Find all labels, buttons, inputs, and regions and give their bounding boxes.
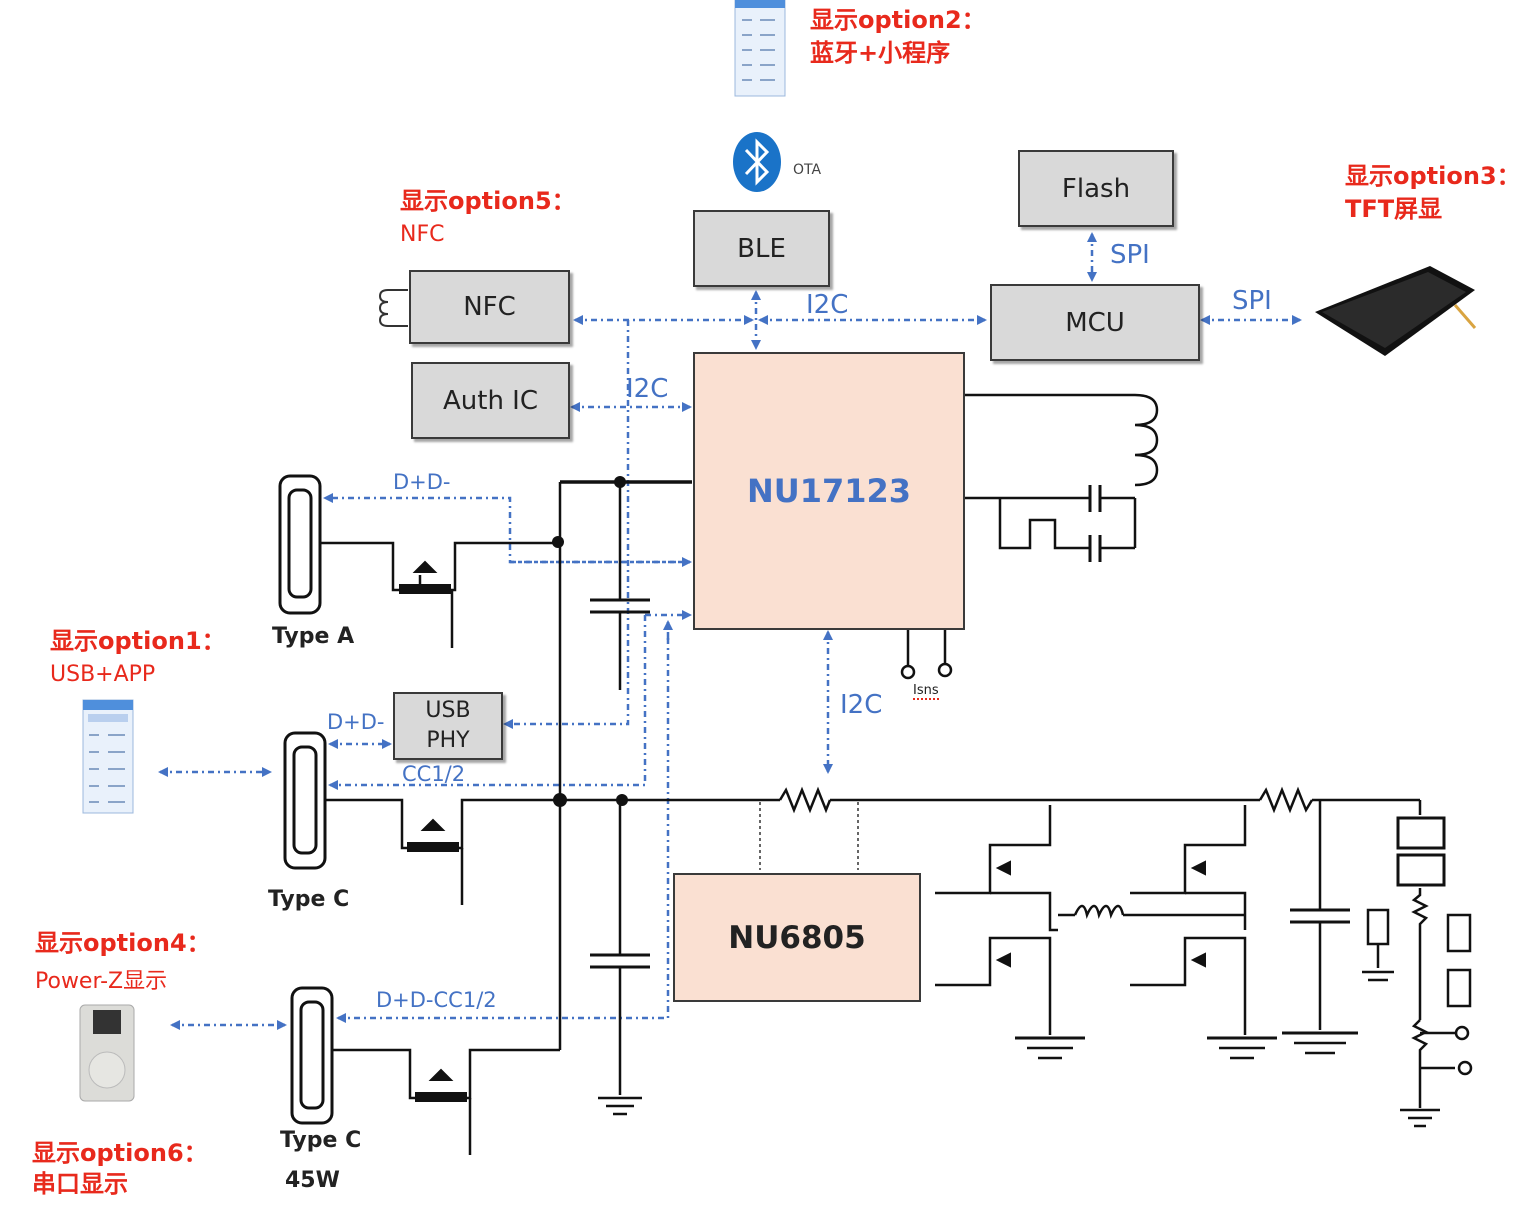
type-a-label: Type A xyxy=(272,624,355,649)
flash-label: Flash xyxy=(1061,173,1131,204)
ota-label: OTA xyxy=(793,162,822,178)
cc-typec-label: CC1/2 xyxy=(402,762,466,786)
bluetooth-icon xyxy=(733,132,781,192)
nu17123-label: NU17123 xyxy=(746,472,912,510)
nfc-block: NFC xyxy=(409,270,570,344)
usbphy-feed-line xyxy=(503,320,630,729)
option1-sub: USB+APP xyxy=(50,662,156,687)
option6-sub: 串口显示 xyxy=(32,1170,128,1198)
flash-block: Flash xyxy=(1018,150,1174,227)
usb-phy-label-2: PHY xyxy=(426,728,470,753)
nu6805-label: NU6805 xyxy=(728,919,866,956)
nu17123-chip: NU17123 xyxy=(693,352,965,630)
isns-label: Isns xyxy=(913,683,939,700)
option3-sub: TFT屏显 xyxy=(1345,195,1443,223)
power-z-meter-icon xyxy=(79,1004,135,1102)
option2-title: 显示option2： xyxy=(810,6,986,34)
ble-label: BLE xyxy=(737,233,786,264)
type-c2-power-label: 45W xyxy=(285,1168,340,1193)
option5-sub: NFC xyxy=(400,222,445,247)
type-c2-label: Type C xyxy=(280,1128,362,1153)
type-c1-label: Type C xyxy=(268,887,350,912)
mcu-block: MCU xyxy=(990,284,1200,361)
app-phone-icon xyxy=(82,699,134,814)
dpdm-typec-label: D+D- xyxy=(327,710,385,734)
nfc-label: NFC xyxy=(463,292,516,322)
mcu-label: MCU xyxy=(1065,307,1125,338)
typec-cc-line xyxy=(328,615,647,790)
option4-title: 显示option4： xyxy=(35,929,211,957)
option2-sub: 蓝牙+小程序 xyxy=(810,39,951,67)
i2c-bottom-label: I2C xyxy=(840,690,883,720)
i2c-auth-label: I2C xyxy=(626,374,669,404)
i2c-top-label: I2C xyxy=(806,290,849,320)
auth-ic-block: Auth IC xyxy=(411,362,570,439)
option6-title: 显示option6： xyxy=(32,1139,208,1167)
typea-dpdm-line xyxy=(323,493,690,564)
dpdm-typea-label: D+D- xyxy=(393,470,451,494)
nu6805-chip: NU6805 xyxy=(673,873,921,1002)
ble-block: BLE xyxy=(693,210,830,287)
dpdm-cc-45w-label: D+D-CC1/2 xyxy=(376,988,497,1012)
option3-title: 显示option3： xyxy=(1345,162,1521,190)
usb-phy-label-1: USB xyxy=(425,698,471,723)
tft-display-icon xyxy=(1315,266,1477,356)
spi-flash-label: SPI xyxy=(1110,240,1150,270)
option4-sub: Power-Z显示 xyxy=(35,969,168,994)
typec45w-line xyxy=(336,622,670,1023)
mini-program-phone-icon xyxy=(734,0,786,97)
option5-title: 显示option5： xyxy=(400,187,576,215)
auth-ic-label: Auth IC xyxy=(442,385,539,416)
spi-tft-label: SPI xyxy=(1232,286,1272,316)
usb-phy-block: USB PHY xyxy=(393,692,503,760)
option1-title: 显示option1： xyxy=(50,627,226,655)
